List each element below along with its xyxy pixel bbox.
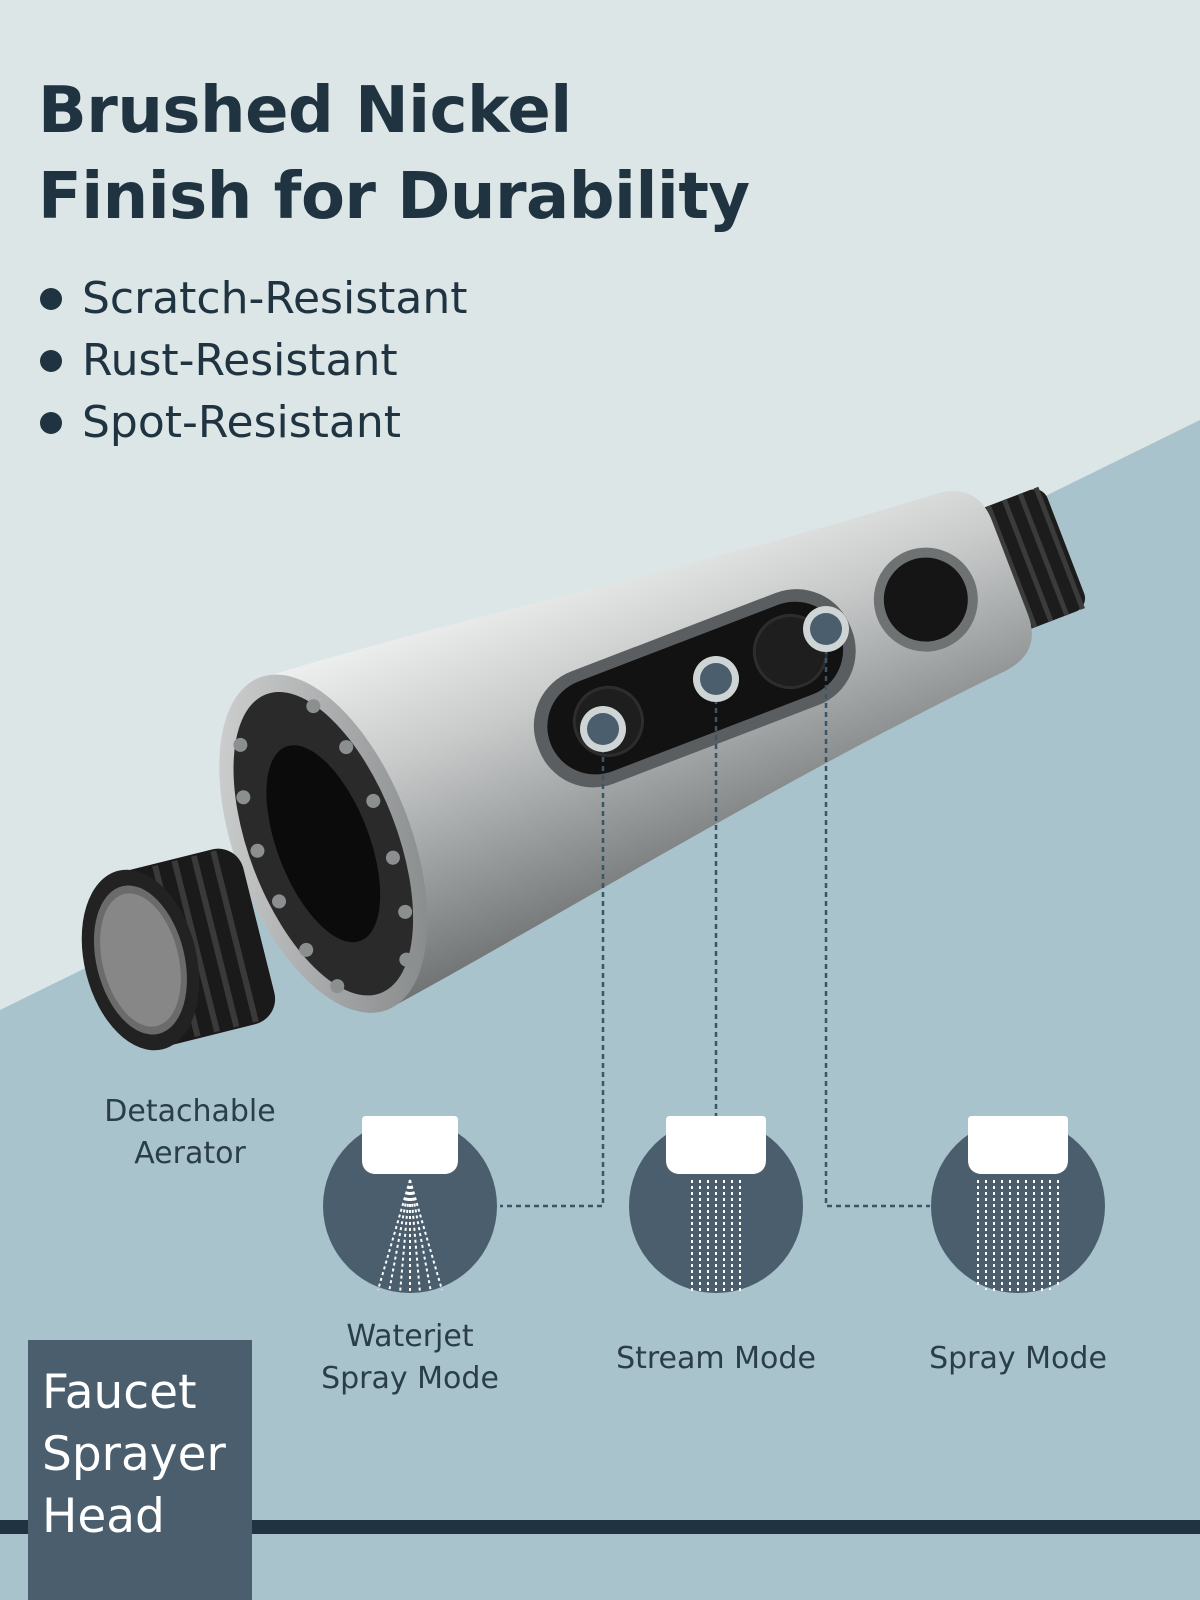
- waterjet-label-line-1: Waterjet: [346, 1319, 474, 1354]
- aerator-image: [81, 848, 276, 1051]
- waterjet-spray-icon: [323, 1116, 497, 1294]
- feature-label: Rust-Resistant: [82, 335, 398, 386]
- stream-mode-icon: [629, 1116, 803, 1293]
- spray-mode-icon: [931, 1116, 1105, 1293]
- feature-list: Scratch-Resistant Rust-Resistant Spot-Re…: [40, 268, 467, 454]
- aerator-label-line-1: Detachable: [104, 1094, 276, 1129]
- button-markers: [580, 606, 849, 752]
- product-name-line-1: Faucet: [42, 1365, 197, 1420]
- product-name: Faucet Sprayer Head: [42, 1362, 226, 1548]
- waterjet-label-line-2: Spray Mode: [321, 1361, 499, 1396]
- feature-item: Spot-Resistant: [40, 392, 467, 454]
- aerator-label: Detachable Aerator: [70, 1091, 310, 1175]
- bullet-icon: [40, 412, 62, 434]
- bullet-icon: [40, 288, 62, 310]
- headline-line-2: Finish for Durability: [38, 160, 750, 234]
- product-name-line-3: Head: [42, 1489, 165, 1544]
- waterjet-label: Waterjet Spray Mode: [290, 1316, 530, 1400]
- mode-connector-lines: [500, 640, 930, 1208]
- bottom-bar: [0, 1520, 1200, 1534]
- feature-label: Spot-Resistant: [82, 397, 401, 448]
- feature-label: Scratch-Resistant: [82, 273, 468, 324]
- aerator-label-line-2: Aerator: [134, 1136, 246, 1171]
- stream-label: Stream Mode: [616, 1341, 816, 1376]
- spray-label: Spray Mode: [929, 1341, 1107, 1376]
- feature-item: Rust-Resistant: [40, 330, 467, 392]
- headline-line-1: Brushed Nickel: [38, 74, 572, 148]
- bullet-icon: [40, 350, 62, 372]
- product-name-panel: Faucet Sprayer Head: [28, 1340, 252, 1600]
- feature-item: Scratch-Resistant: [40, 268, 467, 330]
- headline: Brushed Nickel Finish for Durability: [38, 68, 750, 240]
- product-name-line-2: Sprayer: [42, 1427, 226, 1482]
